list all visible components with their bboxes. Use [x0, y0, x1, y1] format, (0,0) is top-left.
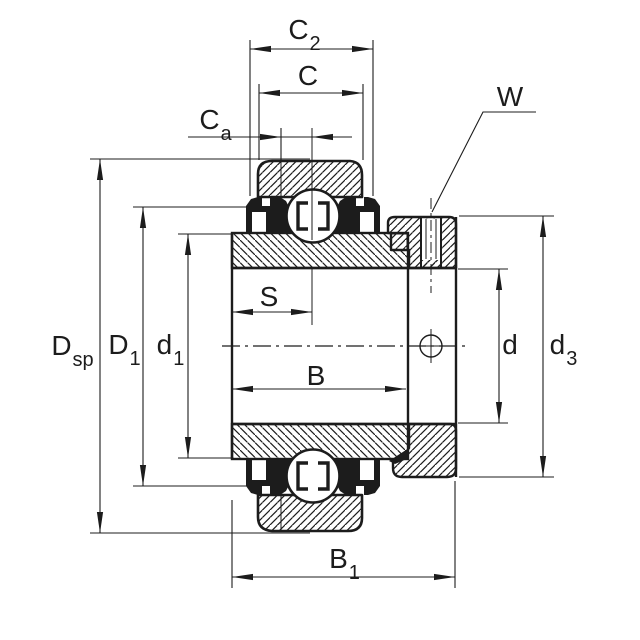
dim-b1 — [231, 481, 456, 588]
dim-label-d: d — [502, 329, 518, 360]
ball-top — [285, 188, 341, 244]
dim-d1-inner — [178, 233, 232, 459]
seal-top-left — [246, 197, 291, 233]
dim-label-c2: C2 — [288, 14, 321, 55]
dim-c2 — [249, 40, 374, 196]
dim-d1-outer — [133, 206, 256, 487]
locking-collar — [386, 198, 458, 479]
dim-ca — [188, 128, 352, 160]
dim-label-b1: B1 — [329, 543, 360, 584]
ball-bottom — [285, 448, 341, 504]
dim-label-b: B — [306, 360, 326, 391]
dim-w-leader — [431, 111, 536, 213]
outer-ring-bottom-section — [256, 493, 364, 533]
dim-label-w: W — [496, 81, 524, 112]
dim-d3 — [459, 215, 554, 478]
dim-label-d1-inner: d1 — [156, 329, 185, 370]
collar-bottom-section — [391, 422, 458, 479]
outer-ring-top-section — [256, 159, 364, 199]
dim-label-ca: Ca — [199, 104, 232, 145]
seal-bottom-right — [335, 459, 380, 495]
dim-label-d3: d3 — [549, 329, 578, 370]
dim-label-d1-outer: D1 — [108, 329, 141, 370]
dim-label-s: S — [259, 281, 279, 312]
set-screw-hole — [420, 198, 442, 293]
dim-dsp — [90, 158, 310, 534]
dim-c — [258, 84, 364, 160]
seal-top-right — [335, 197, 380, 233]
dim-label-c: C — [297, 60, 319, 91]
collar-eccentric-step — [389, 448, 409, 464]
seal-bottom-left — [246, 459, 291, 495]
dim-d — [458, 268, 508, 424]
dim-label-dsp: Dsp — [51, 330, 94, 371]
